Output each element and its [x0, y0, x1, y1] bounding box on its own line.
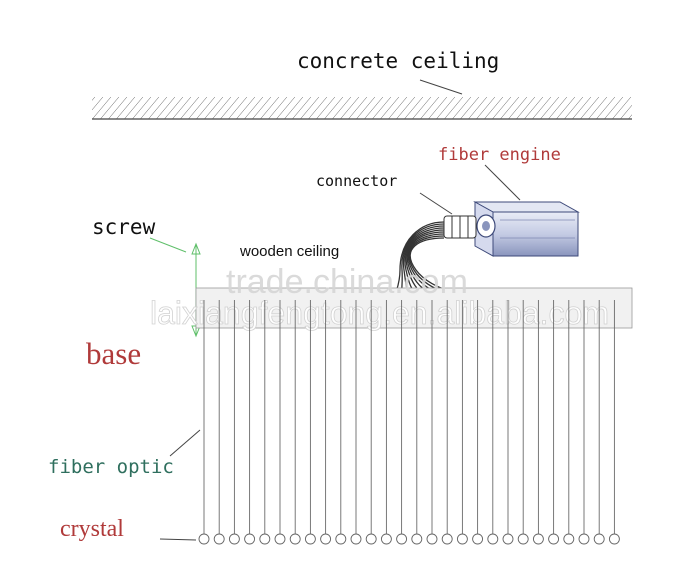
crystal-bead: [411, 533, 423, 545]
crystal-row: [198, 533, 620, 545]
fiber-engine: fiber engine: [438, 145, 580, 257]
crystal-bead: [380, 533, 392, 545]
concrete-ceiling: concrete ceiling: [92, 49, 632, 120]
crystal-bead: [198, 533, 210, 545]
fiber-optic-leader: [169, 429, 201, 457]
watermark: trade.china.com laixiangfengtong.en.alib…: [150, 263, 610, 331]
crystal-bead: [274, 533, 286, 545]
base-board: base: [86, 287, 633, 371]
crystal-bead: [502, 533, 514, 545]
fiber-engine-label: fiber engine: [438, 145, 561, 165]
concrete-ceiling-label: concrete ceiling: [297, 49, 499, 73]
concrete-leader: [419, 79, 463, 95]
fiber-optic-label: fiber optic: [48, 456, 174, 478]
concrete-hatch: [92, 97, 632, 119]
crystal-bead: [365, 533, 377, 545]
crystal-bead: [426, 533, 438, 545]
crystal-bead: [244, 533, 256, 545]
engine-body: [492, 211, 579, 257]
crystal-bead: [532, 533, 544, 545]
screw-leader: [149, 237, 187, 253]
crystal-bead: [608, 533, 620, 545]
crystal-bead: [548, 533, 560, 545]
base-plate: [195, 287, 633, 329]
connector-leader: [419, 192, 453, 215]
crystal-label: crystal: [60, 516, 124, 542]
crystal-bead: [228, 533, 240, 545]
fiber-optic-strands: [203, 300, 615, 534]
crystal-bead: [289, 533, 301, 545]
crystal-bead: [335, 533, 347, 545]
crystal-bead: [320, 533, 332, 545]
base-label: base: [86, 336, 141, 371]
screw-arrow-up-icon: [191, 242, 201, 255]
crystal-bead: [213, 533, 225, 545]
screw-label: screw: [92, 215, 156, 239]
crystal-bead: [304, 533, 316, 545]
crystal-bead: [578, 533, 590, 545]
crystal-bead: [456, 533, 468, 545]
connector-label: connector: [316, 172, 397, 190]
crystal-bead: [472, 533, 484, 545]
crystal-bead: [517, 533, 529, 545]
watermark-sub: laixiangfengtong.en.alibaba.com: [150, 295, 609, 331]
watermark-main: trade.china.com: [226, 263, 468, 301]
crystal-bead: [593, 533, 605, 545]
crystal-bead: [396, 533, 408, 545]
crystal-leader: [159, 538, 197, 541]
crystal-bead: [259, 533, 271, 545]
crystal-bead: [563, 533, 575, 545]
wooden-ceiling-label: wooden ceiling: [239, 243, 339, 260]
crystal-bead: [487, 533, 499, 545]
crystal-bead: [441, 533, 453, 545]
engine-port-inner: [482, 221, 490, 231]
crystal-bead: [350, 533, 362, 545]
fiber-engine-leader: [484, 164, 521, 201]
